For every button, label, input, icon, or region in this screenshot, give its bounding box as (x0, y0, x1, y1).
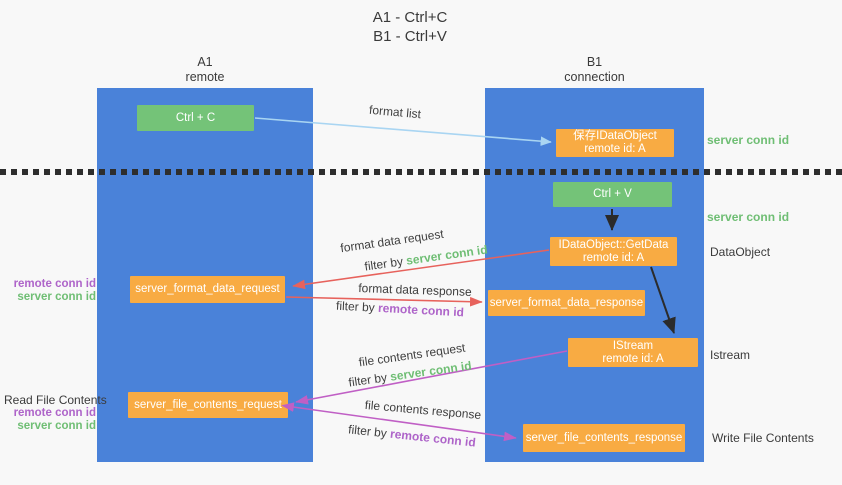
format-data-response-filter-label: filter by remote conn id (336, 299, 465, 320)
lane-a-role: remote (185, 70, 225, 84)
filter-by-prefix: filter by (363, 253, 408, 274)
format-response-label: server_format_data_response (489, 296, 644, 309)
server-conn-id-annotation-top: server conn id (707, 133, 790, 147)
lane-b-header: B1 connection (485, 55, 704, 85)
file-contents-response-label: file contents response (364, 397, 482, 423)
getdata-line1: IDataObject::GetData (558, 238, 669, 251)
remote-conn-id-key: remote conn id (389, 426, 477, 450)
write-file-contents-annotation: Write File Contents (712, 431, 814, 445)
lane-a-header: A1 remote (97, 55, 313, 85)
save-idataobject-line1: 保存IDataObject (573, 130, 657, 142)
server-file-contents-request-node: server_file_contents_request (128, 392, 288, 418)
istream-node: IStream remote id: A (568, 338, 698, 367)
format-list-label: format list (368, 102, 422, 122)
lane-a-name: A1 (197, 55, 213, 69)
istream-line1: IStream (612, 339, 654, 352)
ctrl-c-label: Ctrl + C (175, 111, 216, 124)
server-format-data-request-node: server_format_data_request (130, 276, 285, 303)
lane-b-role: connection (564, 70, 625, 84)
title-line-1: A1 - Ctrl+C (372, 9, 448, 26)
save-idataobject-line2: remote id: A (584, 143, 646, 155)
filter-by-prefix: filter by (335, 298, 379, 315)
dataobject-annotation: DataObject (710, 245, 771, 259)
diagram-title: A1 - Ctrl+C B1 - Ctrl+V (310, 8, 510, 46)
file-response-label: server_file_contents_response (525, 431, 683, 444)
filter-by-prefix: filter by (347, 422, 391, 441)
file-request-label: server_file_contents_request (134, 398, 282, 411)
format-data-response-label: format data response (358, 281, 472, 299)
istream-annotation: Istream (710, 348, 751, 362)
save-idataobject-node: 保存IDataObject remote id: A (556, 129, 674, 157)
read-file-contents-annotation: Read File Contents (4, 393, 107, 407)
session-divider-line (0, 169, 842, 175)
istream-line2: remote id: A (602, 352, 664, 365)
server-format-data-response-node: server_format_data_response (488, 290, 645, 316)
remote-conn-id-key: remote conn id (377, 300, 465, 320)
getdata-line2: remote id: A (582, 251, 645, 264)
server-conn-id-annotation-1: server conn id (17, 291, 96, 303)
ctrl-c-node: Ctrl + C (137, 105, 254, 131)
server-conn-id-annotation-2: server conn id (17, 420, 96, 432)
format-request-label: server_format_data_request (135, 283, 280, 295)
ctrl-v-node: Ctrl + V (553, 182, 672, 207)
file-contents-response-filter-label: filter by remote conn id (348, 422, 477, 449)
ctrl-v-label: Ctrl + V (593, 188, 632, 200)
server-conn-id-annotation-mid: server conn id (707, 210, 790, 224)
server-file-contents-response-node: server_file_contents_response (523, 424, 685, 452)
remote-conn-id-annotation-2: remote conn id (13, 407, 96, 419)
filter-by-prefix: filter by (347, 369, 392, 390)
lane-b-name: B1 (586, 55, 603, 69)
title-line-2: B1 - Ctrl+V (373, 28, 447, 45)
remote-conn-id-annotation-1: remote conn id (13, 278, 96, 290)
server-conn-id-key: server conn id (405, 242, 489, 268)
idataobject-getdata-node: IDataObject::GetData remote id: A (550, 237, 677, 266)
